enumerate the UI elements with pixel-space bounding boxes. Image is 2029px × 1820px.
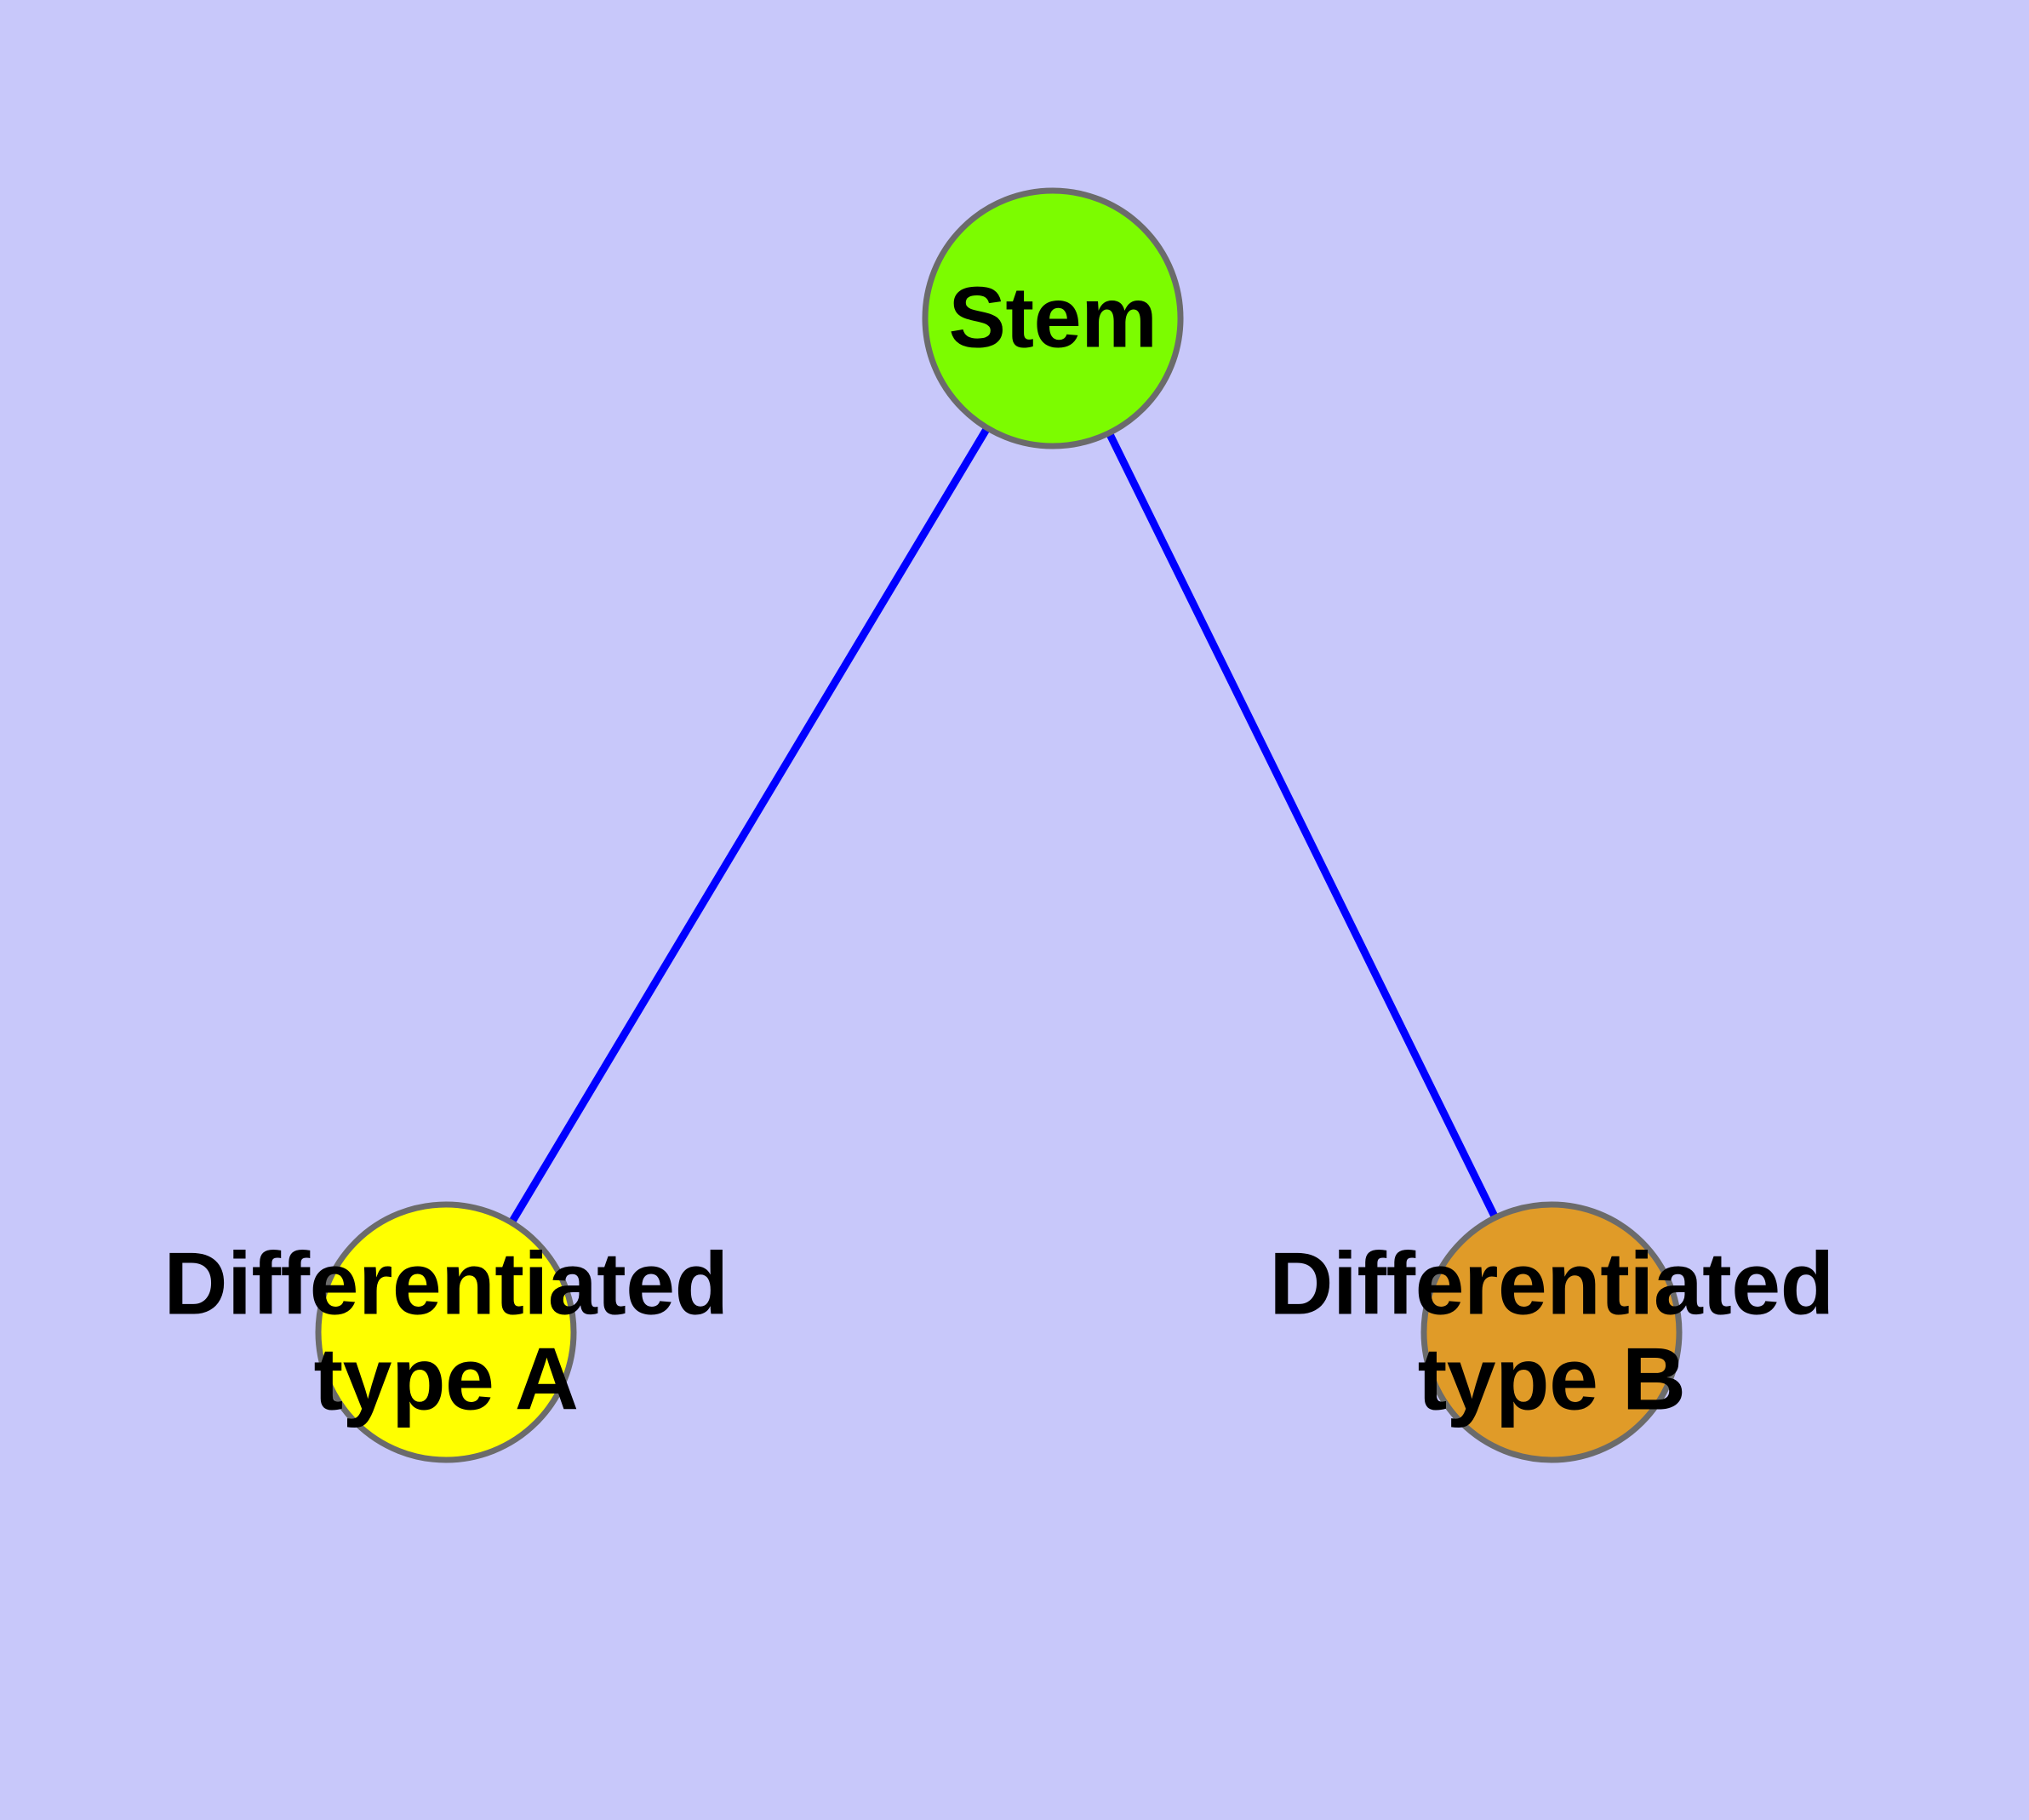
edge-stem-diff-b[interactable] — [1049, 317, 1556, 1334]
edge-layer — [443, 316, 1556, 1335]
node-layer — [315, 187, 1683, 1463]
node-diff_b[interactable] — [1420, 1201, 1683, 1463]
node-diff_a[interactable] — [315, 1201, 577, 1463]
edge-stem-diff-a[interactable] — [443, 316, 1056, 1335]
node-stem[interactable] — [922, 187, 1184, 449]
